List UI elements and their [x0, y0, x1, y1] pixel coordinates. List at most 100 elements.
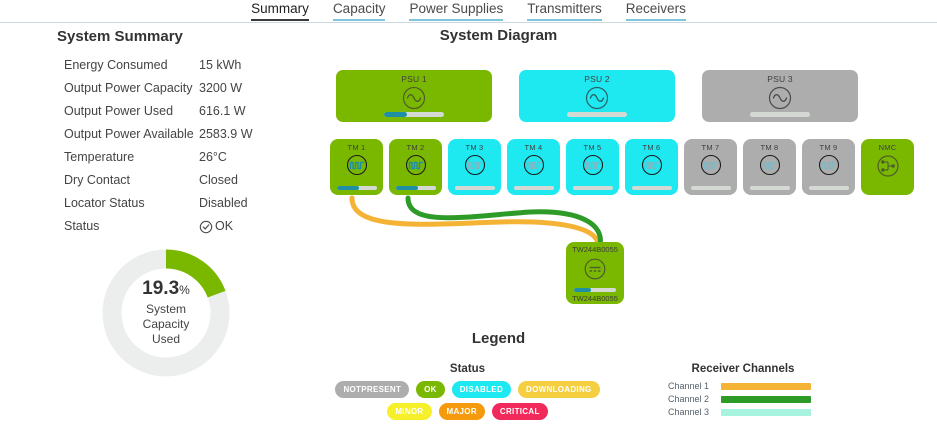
tm-progress-fill: [395, 185, 418, 190]
channel-label: Channel 3: [668, 407, 710, 417]
square-wave-icon: [345, 153, 369, 182]
receiver-progress-fill: [574, 287, 591, 292]
summary-value: 3200 W: [199, 81, 243, 95]
tab-receivers[interactable]: Receivers: [623, 0, 689, 23]
tm-card-7[interactable]: TM 7: [684, 139, 737, 195]
status-legend-row-2: MINOR MAJOR CRITICAL: [325, 403, 610, 420]
nmc-card[interactable]: NMC: [861, 139, 914, 195]
network-hub-icon: [875, 153, 901, 184]
status-legend-row-1: NOTPRESENT OK DISABLED DOWNLOADING: [325, 381, 610, 398]
psu-label: PSU 3: [767, 74, 793, 84]
tm-label: TM 7: [701, 143, 720, 152]
status-badge-disabled: DISABLED: [451, 381, 512, 398]
receiver-lines-icon: [582, 256, 608, 287]
psu-card-1[interactable]: PSU 1: [336, 70, 492, 122]
square-wave-icon: [463, 153, 487, 182]
tm-card-1[interactable]: TM 1: [330, 139, 383, 195]
tm-card-6[interactable]: TM 6: [625, 139, 678, 195]
tm-progress-bar: [690, 185, 731, 190]
status-legend: Status NOTPRESENT OK DISABLED DOWNLOADIN…: [325, 363, 610, 425]
tm-card-2[interactable]: TM 2: [389, 139, 442, 195]
system-summary-title: System Summary: [57, 28, 183, 45]
system-summary-panel: System Summary Energy Consumed 15 kWh Ou…: [0, 28, 300, 238]
summary-label: Output Power Used: [64, 104, 174, 118]
psu-progress-fill: [384, 112, 407, 117]
psu-row: PSU 1 PSU 2 PSU 3: [336, 70, 858, 122]
summary-label: Dry Contact: [64, 173, 130, 187]
receiver-node-tw244b0055[interactable]: TW244B0055 TW244B0055: [566, 242, 624, 304]
channel-row-2: Channel 2: [668, 394, 818, 404]
status-badge-critical: CRITICAL: [491, 403, 548, 420]
tm-card-9[interactable]: TM 9: [802, 139, 855, 195]
psu-label: PSU 1: [401, 74, 427, 84]
square-wave-icon: [522, 153, 546, 182]
status-badge-downloading: DOWNLOADING: [518, 381, 600, 398]
square-wave-icon: [758, 153, 782, 182]
tm-card-8[interactable]: TM 8: [743, 139, 796, 195]
tm-card-3[interactable]: TM 3: [448, 139, 501, 195]
channel-label: Channel 2: [668, 394, 710, 404]
status-badge-ok: OK: [416, 381, 445, 398]
channel-color-swatch: [721, 382, 811, 390]
psu-card-3[interactable]: PSU 3: [702, 70, 858, 122]
sine-wave-icon: [401, 85, 427, 116]
tm-label: TM 1: [347, 143, 366, 152]
tab-transmitters-underline: [527, 19, 602, 21]
channel-row-1: Channel 1: [668, 381, 818, 391]
status-badge: OK: [199, 215, 233, 238]
square-wave-icon: [699, 153, 723, 182]
channel-color-swatch: [721, 395, 811, 403]
sine-wave-icon: [767, 85, 793, 116]
tm-progress-bar: [572, 185, 613, 190]
tm-label: TM 6: [642, 143, 661, 152]
tm-label: TM 8: [760, 143, 779, 152]
capacity-gauge-svg: [102, 249, 230, 377]
tab-summary[interactable]: Summary: [248, 0, 312, 23]
summary-value: 2583.9 W: [199, 127, 253, 141]
transmitter-row: TM 1 TM 2 TM 3: [330, 139, 914, 195]
tab-capacity[interactable]: Capacity: [330, 0, 389, 23]
receiver-channels-title: Receiver Channels: [691, 363, 795, 375]
tm-progress-bar: [336, 185, 377, 190]
summary-label: Output Power Capacity: [64, 81, 193, 95]
psu-label: PSU 2: [584, 74, 610, 84]
tab-power-supplies[interactable]: Power Supplies: [406, 0, 506, 23]
tm-progress-bar: [454, 185, 495, 190]
psu-card-2[interactable]: PSU 2: [519, 70, 675, 122]
status-badge-minor: MINOR: [387, 403, 432, 420]
tab-power-supplies-label: Power Supplies: [409, 1, 504, 16]
summary-row-energy-consumed: Energy Consumed 15 kWh: [0, 54, 300, 77]
tab-capacity-underline: [332, 19, 386, 21]
summary-label: Locator Status: [64, 196, 145, 210]
link-tm1-to-receiver: [349, 195, 601, 248]
tm-card-5[interactable]: TM 5: [566, 139, 619, 195]
summary-value: Closed: [199, 173, 238, 187]
summary-label: Status: [64, 219, 100, 233]
summary-row-status: Status OK: [0, 215, 300, 238]
tab-capacity-label: Capacity: [332, 1, 386, 16]
status-badge-notpresent: NOTPRESENT: [335, 381, 410, 398]
tab-power-supplies-underline: [409, 19, 504, 21]
summary-row-output-power-available: Output Power Available 2583.9 W: [0, 123, 300, 146]
tm-label: TM 3: [465, 143, 484, 152]
tm-progress-bar: [808, 185, 849, 190]
gauge-value-arc: [102, 249, 230, 377]
square-wave-icon: [404, 153, 428, 182]
tm-card-4[interactable]: TM 4: [507, 139, 560, 195]
summary-row-temperature: Temperature 26°C: [0, 146, 300, 169]
summary-label: Energy Consumed: [64, 58, 168, 72]
channel-color-swatch: [721, 408, 811, 416]
sine-wave-icon: [584, 85, 610, 116]
tab-summary-underline: [251, 19, 309, 21]
legend-title: Legend: [0, 330, 937, 347]
tm-progress-bar: [513, 185, 554, 190]
tab-summary-label: Summary: [251, 1, 309, 16]
tab-transmitters[interactable]: Transmitters: [524, 0, 605, 23]
summary-value: Disabled: [199, 196, 248, 210]
check-circle-icon: [199, 220, 213, 233]
summary-value: 26°C: [199, 150, 227, 164]
link-tm2-to-receiver: [405, 195, 603, 248]
tab-receivers-underline: [625, 19, 686, 21]
summary-label: Output Power Available: [64, 127, 194, 141]
tab-transmitters-label: Transmitters: [527, 1, 602, 16]
